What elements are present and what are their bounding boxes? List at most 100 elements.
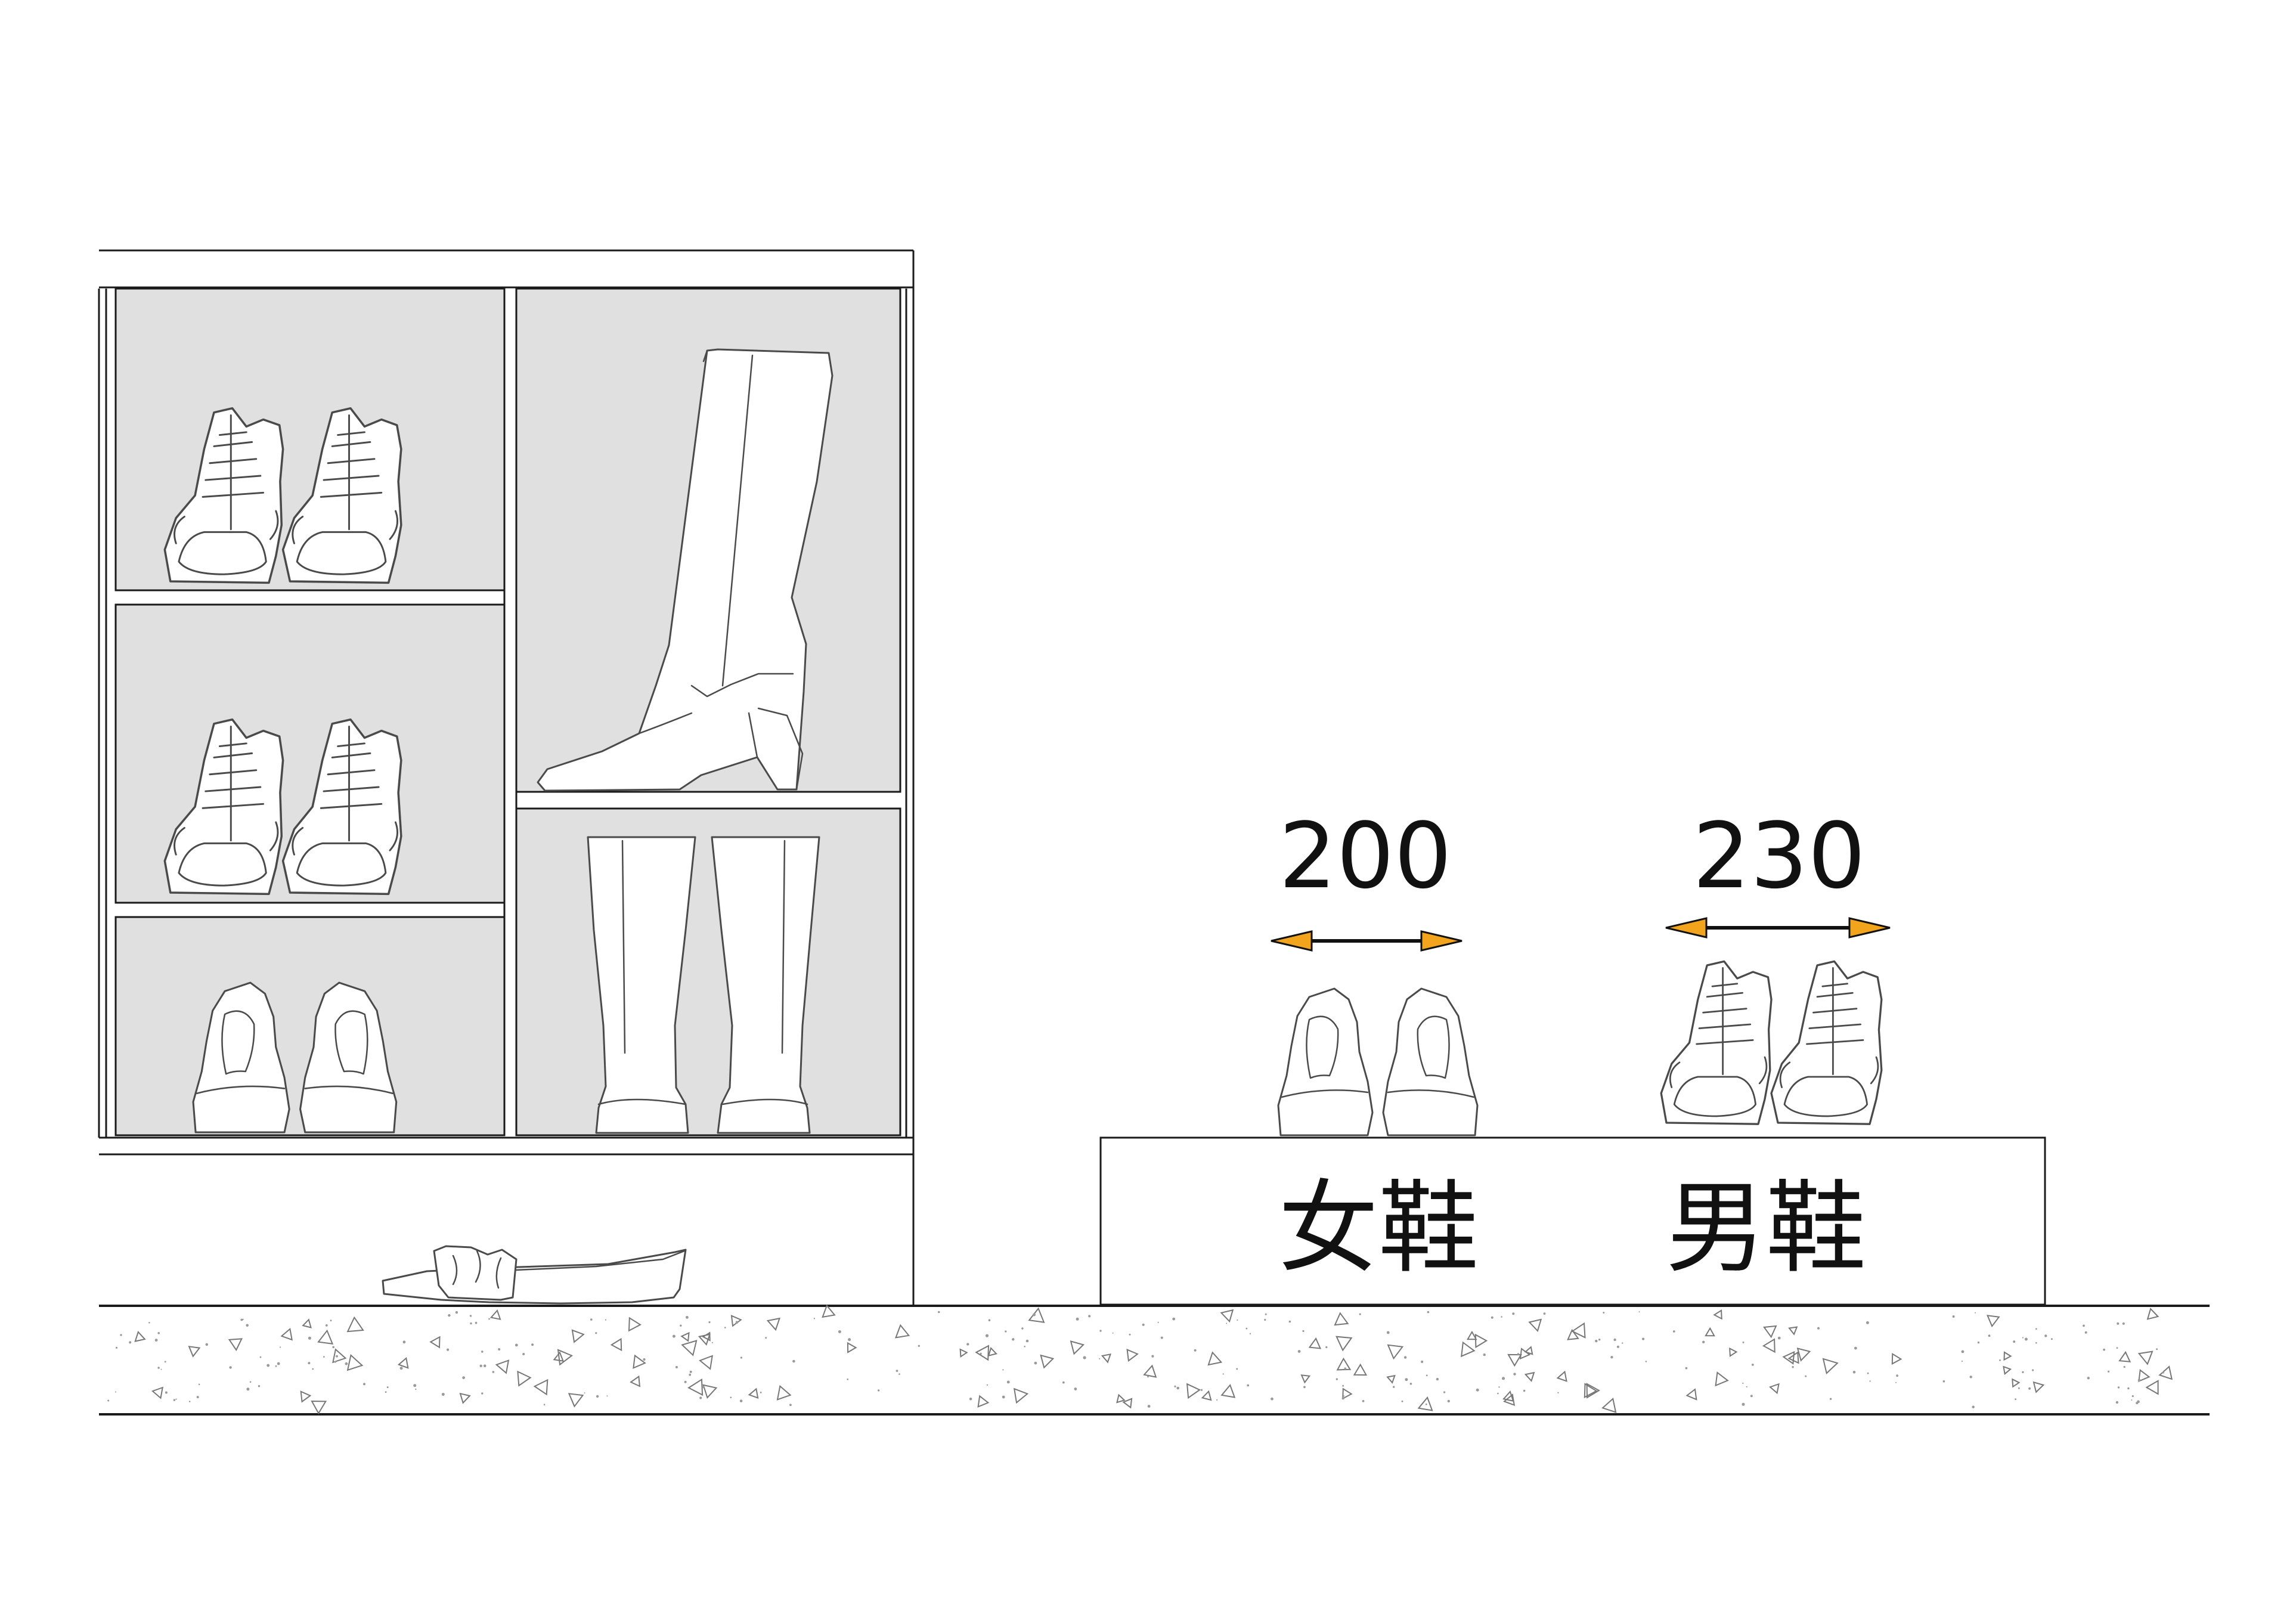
concrete-grain [1034,1361,1037,1365]
concrete-grain [441,1393,445,1396]
concrete-grain [584,1392,585,1394]
concrete-aggregate [2003,1365,2012,1376]
floor-section [99,1304,2210,1416]
concrete-grain [557,1355,559,1356]
concrete-aggregate [533,1379,549,1396]
concrete-grain [323,1356,325,1358]
concrete-grain [277,1362,280,1365]
concrete-grain [1157,1321,1159,1323]
concrete-aggregate [1070,1340,1085,1355]
concrete-grain [1006,1380,1010,1384]
concrete-grain [1645,1361,1647,1362]
concrete-grain [120,1334,122,1336]
concrete-aggregate [975,1345,990,1361]
cabinet-top [99,249,915,289]
concrete-grain [157,1367,160,1369]
concrete-grain [1512,1312,1515,1315]
concrete-grain [689,1373,692,1376]
concrete-grain [898,1373,900,1375]
concrete-grain [847,1378,849,1380]
concrete-grain [1750,1395,1753,1398]
concrete-aggregate [346,1316,364,1333]
concrete-grain [229,1366,232,1369]
concrete-grain [362,1383,366,1386]
concrete-grain [1325,1346,1328,1349]
concrete-grain [470,1322,472,1325]
concrete-aggregate [1729,1347,1738,1357]
concrete-aggregate [1891,1352,1903,1365]
concrete-grain [2032,1369,2034,1371]
concrete-grain [2115,1401,2119,1404]
concrete-grain [267,1364,270,1367]
shoe-cabinet [98,249,915,1306]
arrowhead-left-icon [1665,917,1708,939]
concrete-aggregate [1353,1363,1368,1376]
concrete-grain [2083,1324,2085,1327]
concrete-grain [2122,1322,2125,1325]
concrete-grain [1200,1389,1203,1391]
concrete-grain [735,1321,739,1324]
concrete-grain [498,1348,501,1351]
concrete-grain [2022,1337,2024,1339]
concrete-aggregate [630,1375,641,1387]
concrete-grain [280,1346,281,1348]
concrete-grain [2156,1348,2158,1351]
concrete-grain [492,1371,495,1373]
concrete-grain [1852,1371,1856,1374]
concrete-grain [1024,1346,1025,1348]
concrete-grain [686,1316,689,1319]
concrete-grain [1074,1387,1077,1390]
concrete-grain [1264,1318,1266,1321]
riding-boots-icon [587,836,820,1134]
concrete-grain [1362,1400,1365,1402]
concrete-aggregate [1584,1383,1598,1399]
concrete-grain [402,1340,406,1344]
concrete-aggregate [1502,1390,1514,1402]
concrete-grain [173,1399,176,1401]
concrete-grain [2050,1338,2053,1340]
concrete-grain [1147,1376,1149,1378]
concrete-aggregate [1762,1338,1776,1353]
concrete-aggregate [489,1309,501,1320]
concrete-grain [205,1343,209,1346]
concrete-aggregate [822,1304,836,1318]
concrete-grain [2044,1334,2047,1337]
concrete-grain [1426,1374,1428,1377]
concrete-aggregate [2137,1351,2154,1365]
concrete-grain [1502,1377,1505,1380]
concrete-grain [1336,1378,1338,1380]
concrete-aggregate [1524,1371,1535,1382]
concrete-aggregate [681,1340,698,1356]
concrete-aggregate [1220,1384,1236,1398]
concrete-grain [792,1359,795,1363]
concrete-grain [1642,1337,1645,1340]
concrete-grain [259,1356,262,1358]
concrete-grain [196,1396,199,1399]
concrete-aggregate [1201,1390,1212,1401]
concrete-grain [1005,1330,1007,1333]
concrete-aggregate [776,1384,792,1401]
concrete-grain [590,1318,593,1321]
concrete-grain [308,1336,311,1340]
concrete-grain [1194,1349,1197,1352]
concrete-aggregate [1300,1374,1311,1384]
concrete-aggregate [1474,1333,1488,1349]
concrete-grain [1403,1356,1407,1359]
concrete-grain [1025,1339,1029,1343]
concrete-aggregate [1769,1383,1780,1395]
concrete-grain [188,1401,191,1402]
concrete-grain [2035,1342,2037,1344]
concrete-grain [275,1365,277,1367]
concrete-aggregate [1336,1336,1353,1352]
concrete-aggregate [459,1392,471,1404]
concrete-grain [107,1399,110,1402]
concrete-aggregate [1507,1353,1522,1367]
concrete-grain [1002,1395,1005,1399]
concrete-aggregate [702,1331,711,1342]
concrete-grain [1491,1316,1494,1319]
concrete-grain [1961,1350,1965,1353]
concrete-grain [2108,1370,2110,1373]
concrete-grain [1447,1399,1450,1403]
concrete-grain [1517,1353,1520,1355]
